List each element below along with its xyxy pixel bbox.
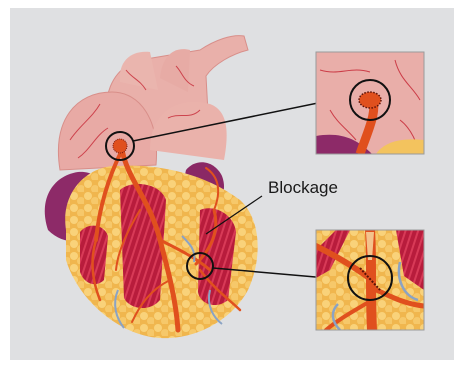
blockage-label: Blockage — [268, 178, 338, 198]
zoom-inset-bottom — [316, 230, 424, 330]
artery-origin — [113, 139, 127, 153]
zoom-inset-top — [316, 52, 424, 154]
